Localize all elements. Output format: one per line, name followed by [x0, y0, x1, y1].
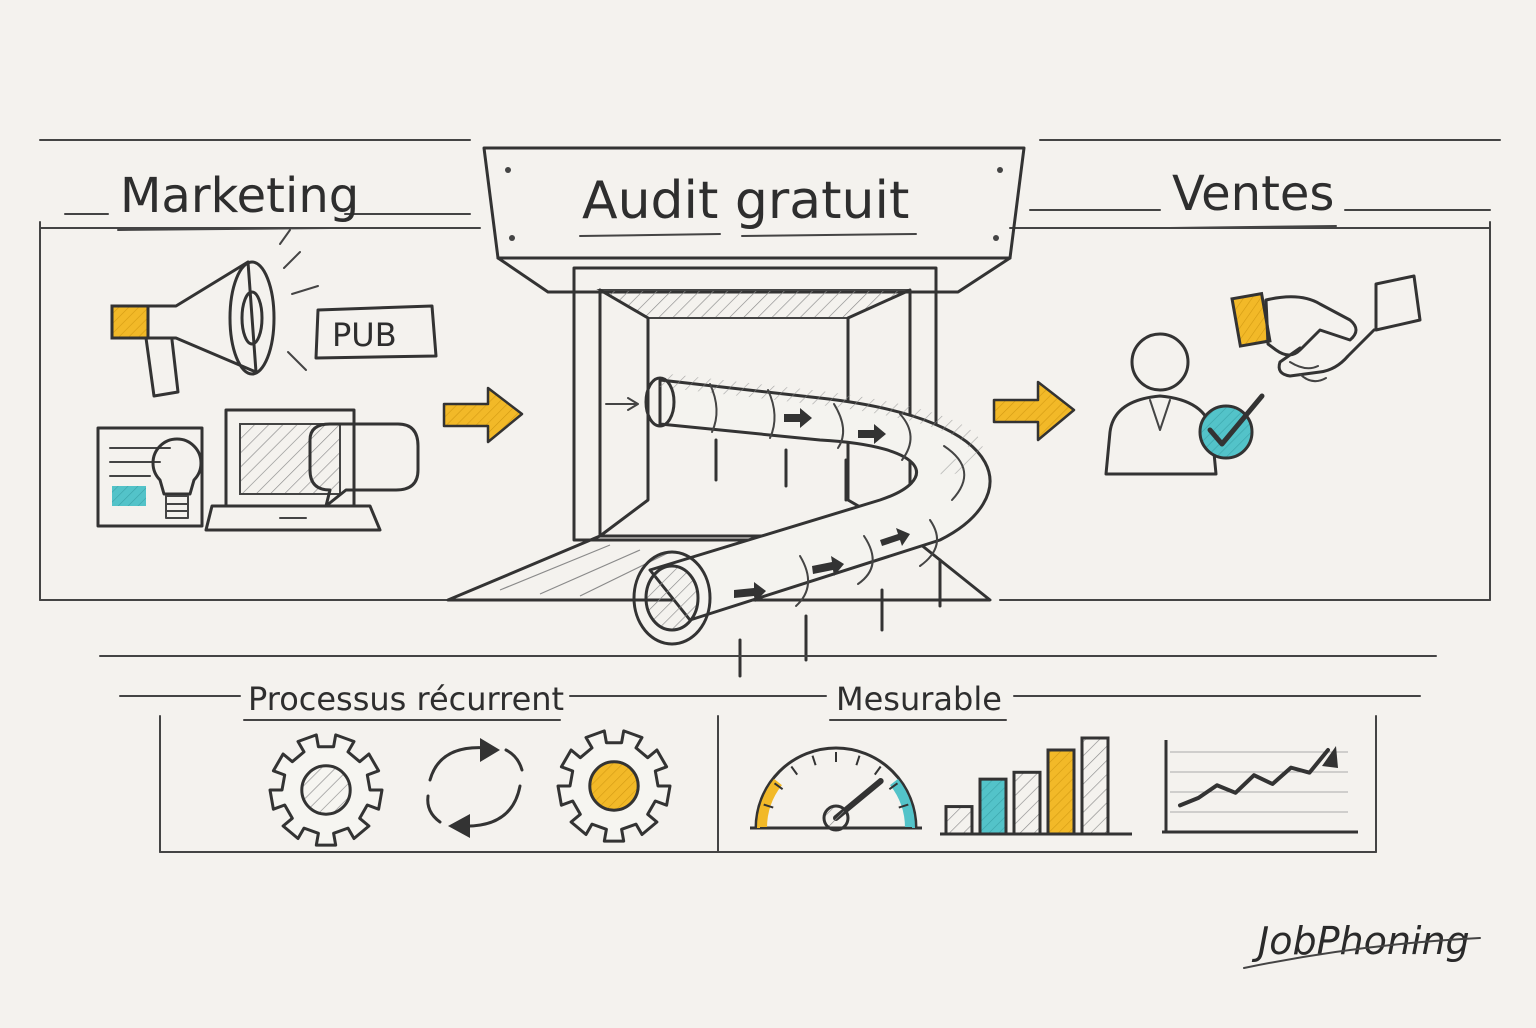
sales-title: Ventes: [1172, 166, 1334, 222]
line-chart-arrowhead: [1322, 746, 1338, 768]
bar-chart-icon: [940, 736, 1132, 836]
pub-sign: PUB: [314, 304, 438, 360]
gauge-tick: [763, 803, 774, 809]
arrow-marketing-to-audit: [442, 386, 524, 444]
top-panel-frame: [39, 139, 1501, 601]
megaphone-icon: [110, 229, 319, 398]
bar: [1046, 748, 1076, 836]
measurable-title: Mesurable: [836, 680, 1002, 718]
gear-icon: [556, 729, 672, 843]
gauge-tick: [790, 765, 799, 776]
audit-gateway: [482, 146, 1026, 294]
gauge-tick: [855, 755, 861, 766]
handshake-icon: [1230, 274, 1422, 383]
pub-sign-text: PUB: [332, 316, 397, 354]
gear-hub: [300, 764, 352, 816]
line-chart-series: [1178, 748, 1330, 808]
pipeline: [605, 373, 992, 678]
gauge-tick: [898, 803, 909, 809]
arrow-audit-to-sales: [992, 380, 1076, 442]
document-icon: [96, 426, 204, 528]
laptop-icon: [204, 408, 382, 532]
check-icon: [1198, 393, 1265, 460]
tunnel: [446, 266, 992, 602]
marketing-title: Marketing: [120, 168, 359, 224]
gauge-arc: [754, 746, 918, 829]
gauge-icon: [750, 746, 922, 832]
speech-bubble-icon: [308, 422, 420, 508]
gear-icon: [268, 733, 384, 847]
gauge-tick: [773, 782, 784, 791]
gauge-tick: [811, 755, 817, 766]
bar: [944, 805, 974, 836]
gauge-tick: [888, 782, 899, 791]
bar: [1012, 770, 1042, 836]
lightbulb-icon: [151, 437, 203, 519]
gauge-pivot: [822, 804, 850, 832]
line-chart-icon: [1162, 740, 1358, 834]
gear-hub: [588, 760, 640, 812]
gauge-tick: [873, 765, 882, 776]
recurrent-title: Processus récurrent: [248, 680, 564, 718]
bar: [1080, 736, 1110, 836]
bar: [978, 777, 1008, 836]
audit-title: Audit gratuit: [582, 171, 909, 231]
cycle-arrows-icon: [426, 738, 524, 838]
person-icon: [1104, 332, 1218, 476]
bottom-panel-frame: [99, 655, 1437, 853]
